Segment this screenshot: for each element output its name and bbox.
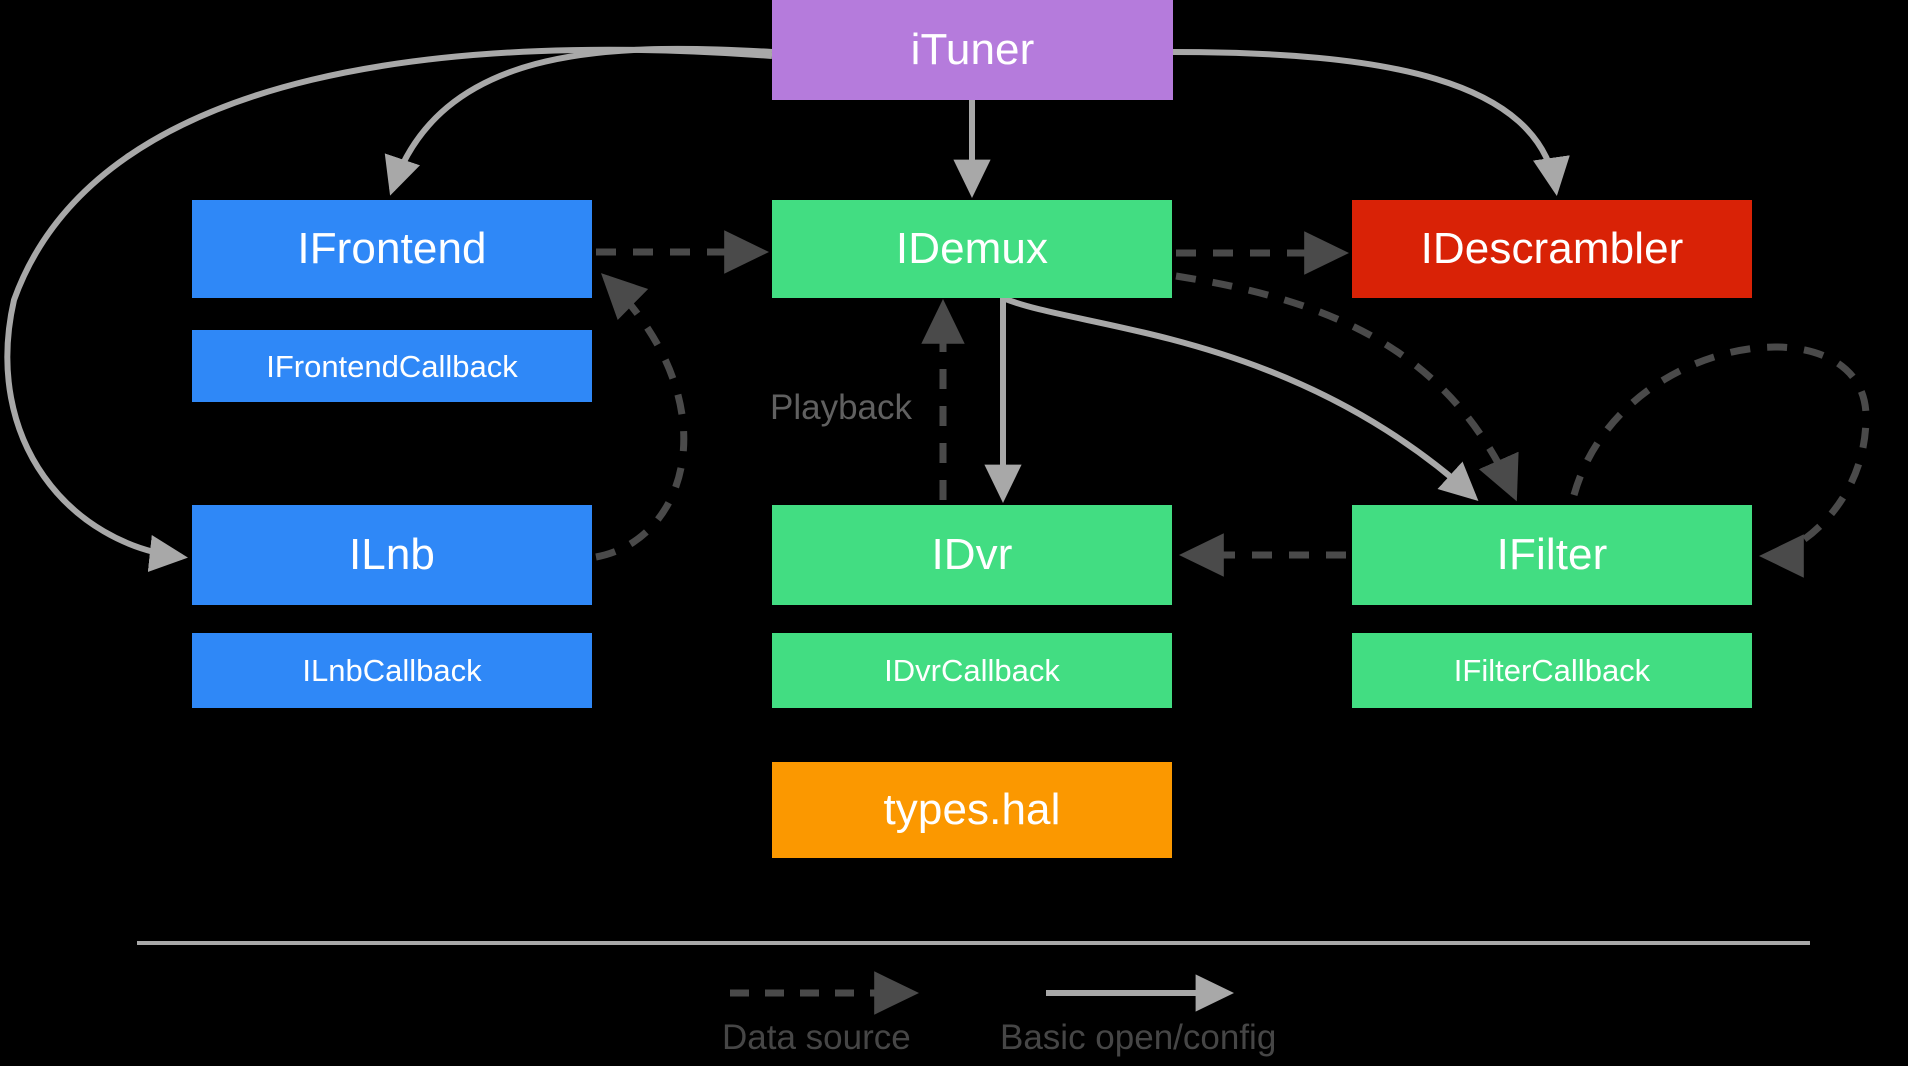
node-idvr-label: IDvr	[931, 530, 1013, 579]
node-idemux[interactable]: IDemux	[772, 200, 1172, 298]
edge-ilnb-to-ifrontend	[595, 273, 688, 561]
edge-ituner-to-idescrambler	[1172, 49, 1570, 196]
node-ifiltercallback[interactable]: IFilterCallback	[1352, 633, 1752, 708]
node-ilnb[interactable]: ILnb	[192, 505, 592, 605]
node-idescrambler-label: IDescrambler	[1420, 224, 1684, 273]
edge-ituner-to-ilnb	[4, 46, 773, 573]
node-idemux-label: IDemux	[895, 224, 1049, 273]
node-ifiltercallback-label: IFilterCallback	[1453, 653, 1651, 688]
node-idvrcallback[interactable]: IDvrCallback	[772, 633, 1172, 708]
node-ituner[interactable]: iTuner	[772, 0, 1173, 100]
node-ilnb-label: ILnb	[348, 530, 436, 579]
node-ifrontendcallback-label: IFrontendCallback	[266, 348, 518, 384]
node-ifrontendcallback[interactable]: IFrontendCallback	[192, 330, 592, 402]
node-ituner-label: iTuner	[910, 25, 1035, 74]
legend-label-data-source: Data source	[722, 1018, 911, 1057]
edge-idemux-to-ifilter	[1001, 295, 1479, 502]
edge-label-playback: Playback	[770, 388, 913, 427]
edge-idemux-to-ifilter-dashed	[1175, 272, 1519, 502]
node-ifrontend[interactable]: IFrontend	[192, 200, 592, 298]
node-idescrambler[interactable]: IDescrambler	[1352, 200, 1752, 298]
node-typeshal-label: types.hal	[883, 785, 1061, 834]
node-idvr[interactable]: IDvr	[772, 505, 1172, 605]
legend-label-basic-open-config: Basic open/config	[1000, 1018, 1277, 1057]
node-ilnbcallback[interactable]: ILnbCallback	[192, 633, 592, 708]
node-idvrcallback-label: IDvrCallback	[884, 653, 1060, 688]
node-ifilter-label: IFilter	[1496, 530, 1608, 579]
edge-ituner-to-ifrontend	[384, 45, 773, 196]
node-typeshal[interactable]: types.hal	[772, 762, 1172, 858]
node-ifrontend-label: IFrontend	[297, 224, 487, 273]
node-ifilter[interactable]: IFilter	[1352, 505, 1752, 605]
node-ilnbcallback-label: ILnbCallback	[302, 653, 482, 688]
